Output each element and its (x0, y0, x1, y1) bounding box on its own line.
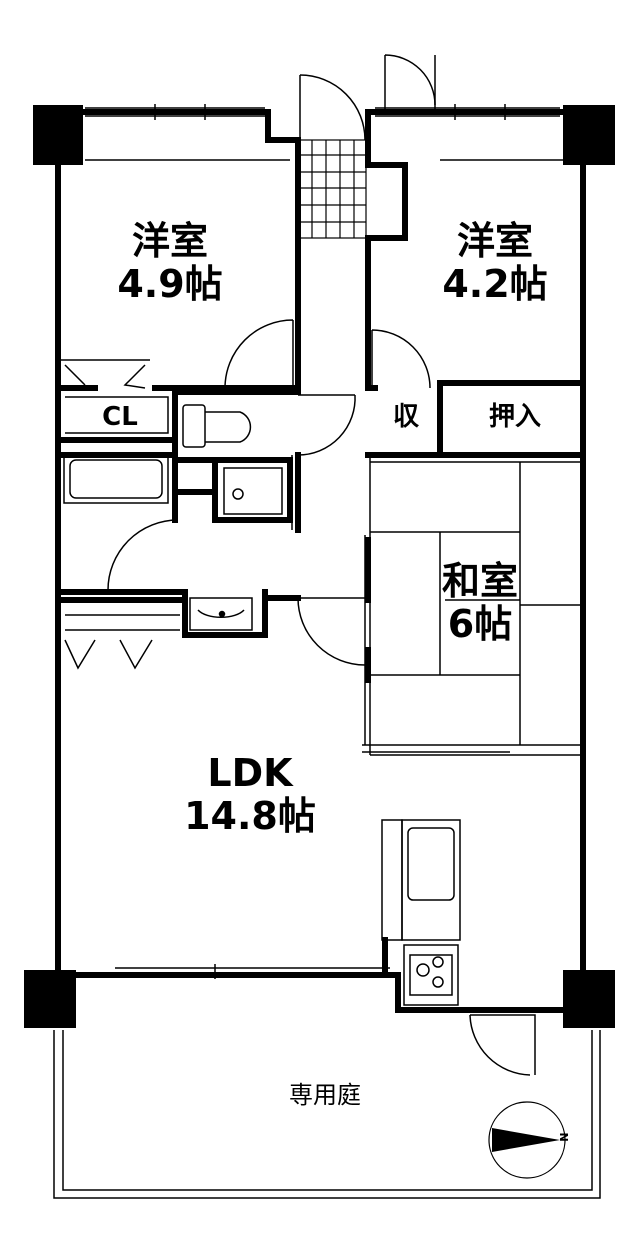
doors (64, 54, 536, 1076)
stove (403, 944, 459, 1006)
tatami-mats (370, 462, 583, 745)
windows (85, 104, 565, 979)
room-western-right: 洋室 4.2帖 (435, 220, 555, 305)
room-japanese: 和室 6帖 (420, 560, 540, 645)
toilet-fixture (182, 404, 252, 448)
garden-label: 専用庭 (289, 1081, 361, 1109)
washer-fixture (223, 467, 283, 515)
columns (24, 105, 615, 1028)
shuno-label: 収 (392, 402, 419, 432)
room-name: 和室 (441, 559, 518, 603)
oshiire-label: 押入 (488, 402, 541, 432)
kitchen-sink (381, 819, 461, 941)
room-size: 4.9帖 (117, 261, 223, 306)
garden-outline (53, 1030, 601, 1199)
basin-fixture (189, 597, 253, 631)
thin-walls (58, 359, 583, 756)
room-name: 洋室 (456, 219, 533, 263)
room-name: LDK (207, 751, 293, 795)
room-size: 6帖 (447, 601, 513, 646)
compass (488, 1101, 566, 1179)
room-size: 14.8帖 (184, 793, 316, 838)
entrance-tiles (299, 139, 367, 239)
room-name: 洋室 (131, 219, 208, 263)
room-size: 4.2帖 (442, 261, 548, 306)
bathtub-fixture (63, 454, 169, 504)
room-ldk: LDK 14.8帖 (170, 752, 330, 837)
interior-walls (55, 109, 586, 978)
compass-letter: N (557, 1132, 571, 1142)
closet-label: CL (102, 402, 138, 432)
room-western-left: 洋室 4.9帖 (110, 220, 230, 305)
